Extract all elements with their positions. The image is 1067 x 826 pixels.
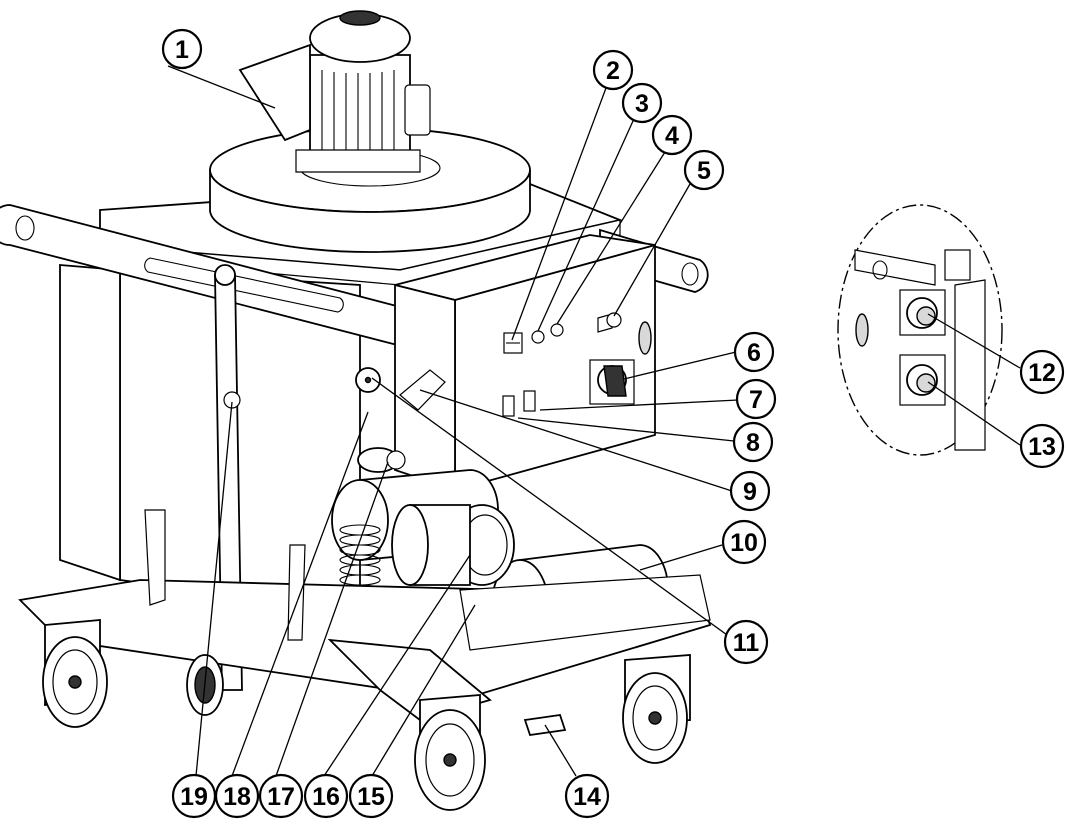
handle-hole-left [15, 215, 35, 241]
latch-left [144, 509, 166, 606]
callout-19-label: 19 [180, 783, 208, 811]
callout-15: 15 [348, 773, 394, 819]
fuse-1 [502, 395, 515, 417]
callout-18: 18 [214, 773, 260, 819]
callout-9-label: 9 [743, 478, 757, 506]
callout-6-label: 6 [747, 339, 761, 367]
callout-5: 5 [683, 149, 725, 191]
leader-lines [167, 65, 1021, 777]
callout-16: 16 [303, 773, 349, 819]
tray [459, 574, 711, 651]
wheel-rear-right [622, 654, 691, 764]
callout-9: 9 [729, 470, 771, 512]
callout-2: 2 [592, 49, 634, 91]
callout-15-label: 15 [357, 783, 385, 811]
callout-13: 13 [1019, 423, 1065, 469]
callout-6: 6 [733, 331, 775, 373]
callout-3: 3 [621, 82, 663, 124]
callout-2-label: 2 [606, 57, 620, 85]
handle-hole-right [681, 262, 699, 286]
callout-4: 4 [651, 114, 693, 156]
exhaust-flap [238, 43, 311, 142]
callout-8: 8 [732, 421, 774, 463]
inlet-pipe-back [391, 504, 429, 586]
callout-18-label: 18 [223, 783, 251, 811]
callout-10-label: 10 [730, 529, 758, 557]
main-switch-handle [603, 365, 627, 397]
side-knob [638, 321, 652, 355]
tank-side [59, 264, 121, 582]
motor-terminal-box [404, 84, 431, 136]
callout-4-label: 4 [665, 122, 679, 150]
callout-14-label: 14 [573, 783, 601, 811]
machine-illustration [0, 10, 712, 811]
callout-13-label: 13 [1028, 433, 1056, 461]
indicator-lamp-1 [531, 330, 545, 344]
latch-right [287, 544, 306, 641]
indicator-lamp-2 [550, 323, 564, 337]
motor-body [309, 54, 411, 163]
callout-7-label: 7 [749, 386, 763, 414]
callout-7: 7 [735, 378, 777, 420]
roller-end [386, 450, 406, 470]
callout-5-label: 5 [697, 157, 711, 185]
callout-12-label: 12 [1028, 359, 1056, 387]
hose-connector [399, 369, 446, 411]
fuse-2 [523, 390, 536, 412]
motor-base [295, 149, 421, 173]
motor-cap [339, 10, 381, 26]
turbine-disk-side [209, 169, 531, 253]
callout-12: 12 [1019, 349, 1065, 395]
wheel-front-left [42, 619, 108, 728]
filter-back-cap [331, 479, 389, 561]
vacuum-gauge-center [364, 376, 372, 384]
callout-3-label: 3 [635, 90, 649, 118]
reset-button-cap [606, 312, 622, 328]
socket-detail-inset [837, 204, 1003, 456]
handle-slot [144, 257, 344, 313]
lever-knob [214, 264, 236, 286]
callout-10: 10 [721, 519, 767, 565]
callout-11: 11 [723, 619, 769, 665]
motor-fins [321, 70, 395, 155]
callout-1: 1 [161, 28, 203, 70]
callout-8-label: 8 [746, 429, 760, 457]
callout-11-label: 11 [733, 629, 760, 657]
callout-16-label: 16 [312, 783, 340, 811]
callout-17-label: 17 [267, 783, 295, 811]
callout-17: 17 [258, 773, 304, 819]
callout-1-label: 1 [175, 36, 189, 64]
callout-19: 19 [171, 773, 217, 819]
wheel-front-center [414, 694, 486, 811]
callout-14: 14 [564, 773, 610, 819]
